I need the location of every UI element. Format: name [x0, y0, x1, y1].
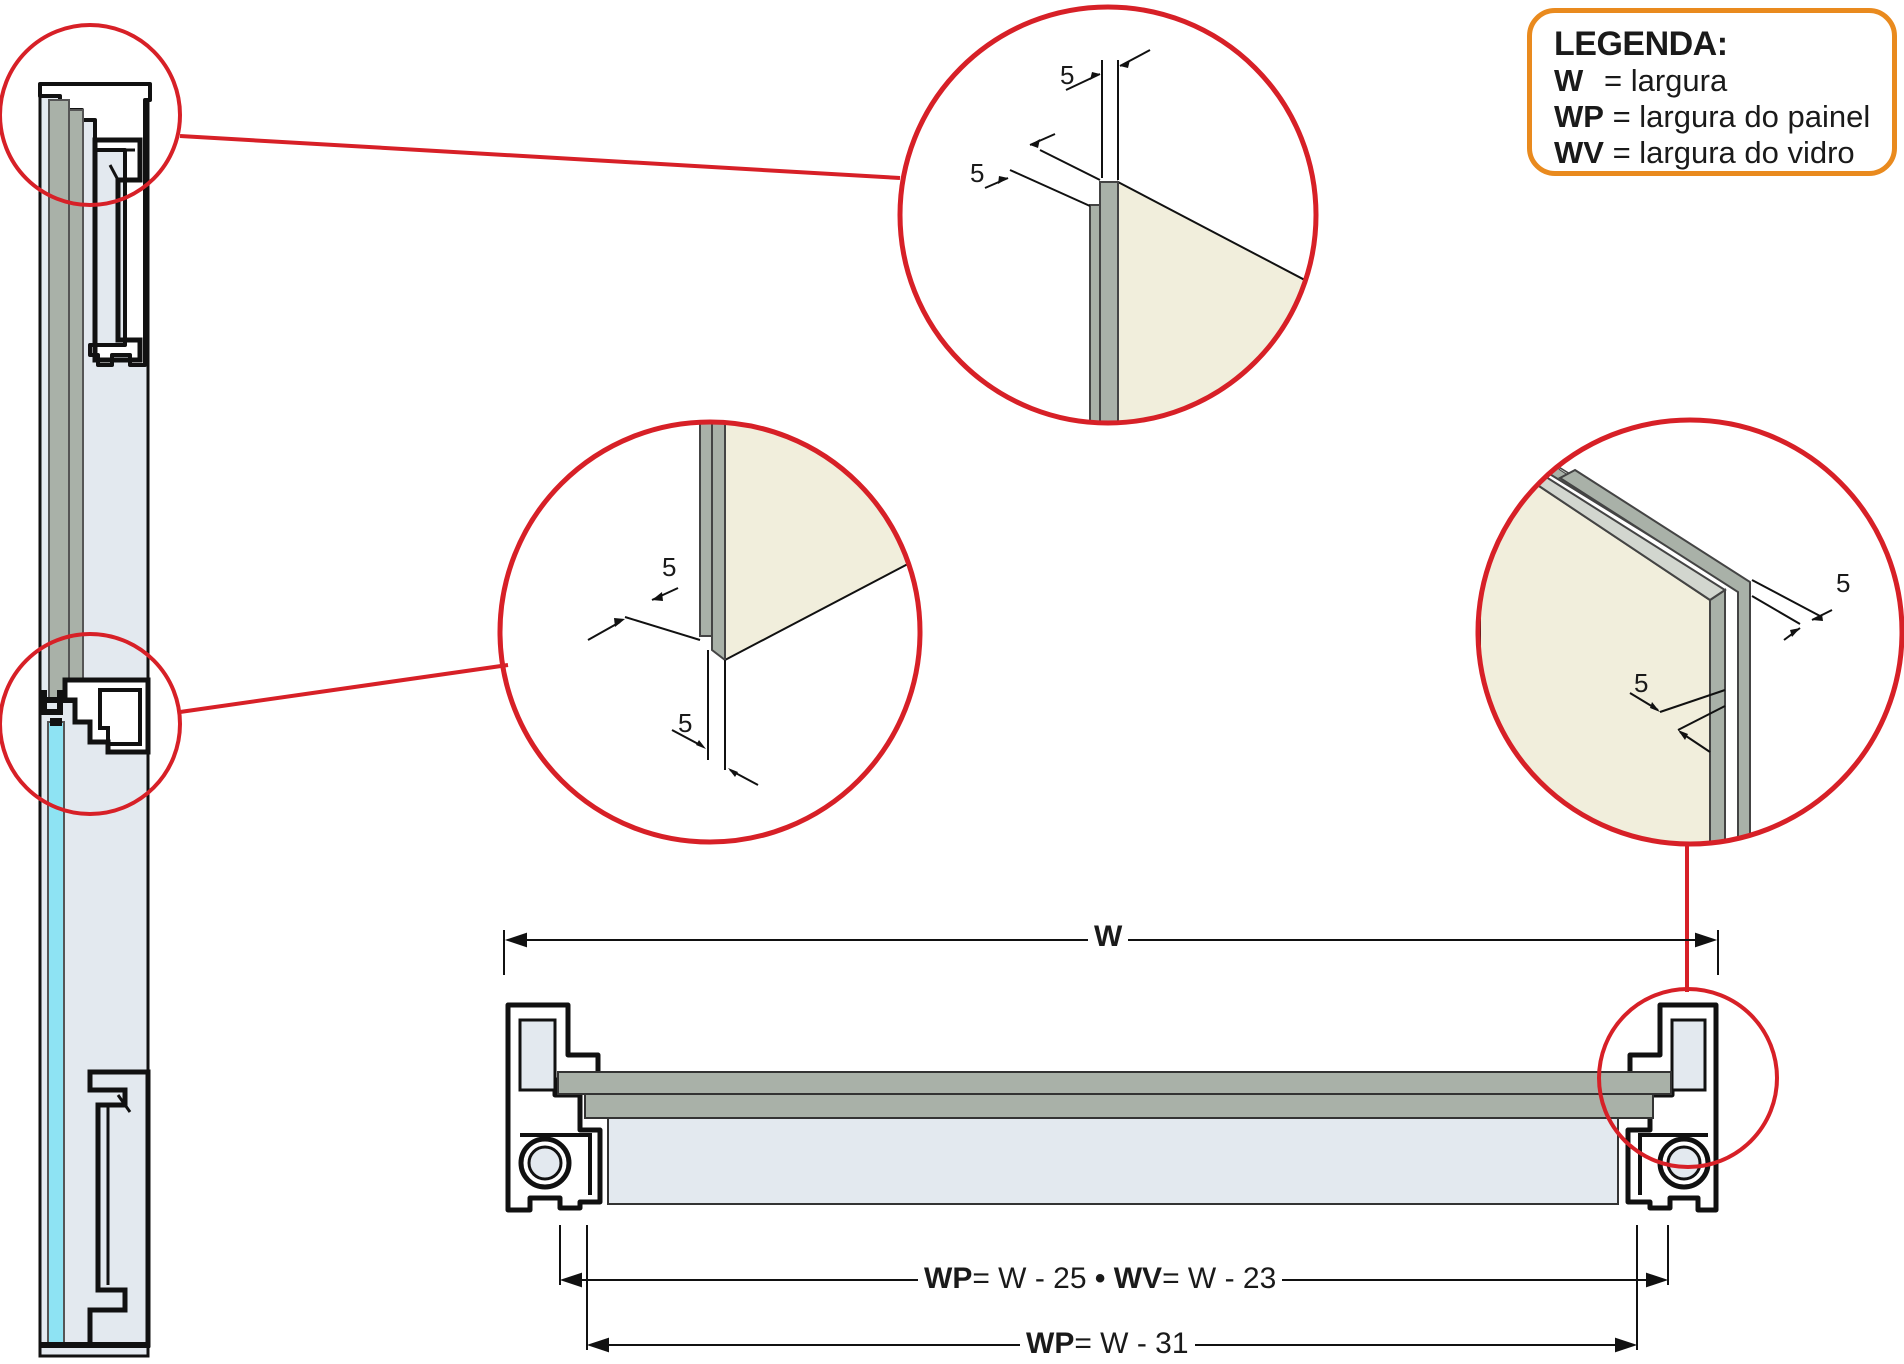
legend-box: LEGENDA: W = largura WP = largura do pain… — [1527, 8, 1897, 176]
dimension-value: = W - 25 — [972, 1262, 1087, 1295]
legend-row-wp: WP = largura do painel — [1554, 99, 1870, 135]
gap-label: 5 — [1060, 60, 1075, 90]
legend-row-w: W = largura — [1554, 63, 1870, 99]
gap-label: 5 — [1836, 568, 1851, 598]
dimension-key: WP — [924, 1262, 973, 1295]
leader-line-middle — [179, 663, 509, 714]
dimension-value: = W - 23 — [1162, 1262, 1277, 1295]
legend-title: LEGENDA: — [1554, 25, 1728, 63]
leader-line-top — [179, 134, 901, 180]
legend-key: W — [1554, 63, 1584, 98]
dimension-value: = W - 31 — [1074, 1327, 1189, 1360]
dimension-key: WP — [1026, 1327, 1075, 1360]
legend-value: = largura do vidro — [1612, 135, 1855, 170]
vertical-section — [38, 82, 152, 1358]
legend-key: WP — [1554, 99, 1604, 134]
detail-circle-corner — [1597, 987, 1779, 1169]
detail-middle — [497, 419, 923, 845]
gap-label: 5 — [678, 708, 693, 738]
legend-value: = largura do painel — [1612, 99, 1871, 134]
legend-value: = largura — [1604, 63, 1728, 98]
dimension-key: W — [1094, 920, 1123, 953]
detail-right — [1475, 417, 1904, 847]
legend-row-wv: WV = largura do vidro — [1554, 135, 1870, 171]
detail-circle-top — [0, 23, 182, 207]
dimension-label-w: W — [1088, 920, 1129, 954]
detail-top — [897, 4, 1319, 426]
legend-key: WV — [1554, 135, 1604, 170]
horizontal-section — [505, 1002, 1719, 1213]
dimension-label-wp: WP= W - 31 — [1020, 1327, 1195, 1361]
dimension-key: WV — [1113, 1262, 1163, 1295]
gap-label: 5 — [1634, 668, 1649, 698]
gap-label: 5 — [662, 552, 677, 582]
detail-circle-middle — [0, 632, 182, 816]
dimension-label-wp-wv: WP= W - 25 • WV= W - 23 — [918, 1262, 1283, 1296]
dimension-separator: • — [1094, 1262, 1106, 1295]
gap-label: 5 — [970, 158, 985, 188]
